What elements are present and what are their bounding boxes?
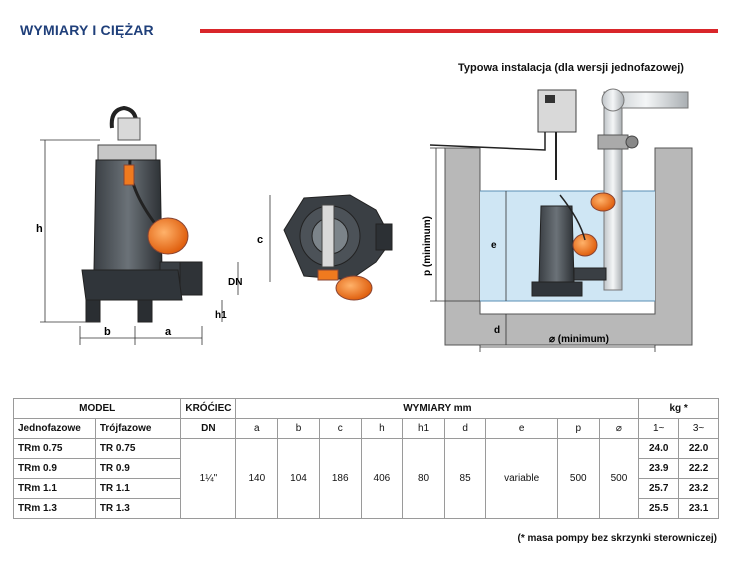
- header-kg-single: 1~: [638, 418, 680, 439]
- kg-single: 25.7: [638, 478, 680, 499]
- kg-single: 23.9: [638, 458, 680, 479]
- header-jednofazowe: Jednofazowe: [13, 418, 96, 439]
- header-kg: kg *: [638, 398, 719, 419]
- dim-a-value: 140: [235, 438, 279, 519]
- model-single: TRm 0.9: [13, 458, 96, 479]
- model-single: TRm 0.75: [13, 438, 96, 459]
- dim-h-value: 406: [360, 438, 404, 519]
- header-krociec: KRÓĆIEC: [180, 398, 237, 419]
- header-dim-b: b: [277, 418, 320, 439]
- model-single: TRm 1.3: [13, 498, 96, 519]
- kg-three: 22.0: [678, 438, 719, 459]
- header-dim-h1: h1: [402, 418, 445, 439]
- label-h: h: [36, 223, 43, 235]
- label-dn: DN: [228, 277, 242, 288]
- dim-c-value: 186: [318, 438, 362, 519]
- table-row: TRm 1.3 TR 1.3 25.5 23.1: [13, 498, 719, 519]
- header-kg-three: 3~: [678, 418, 719, 439]
- model-three: TR 1.1: [94, 478, 182, 499]
- header-dim-p: p: [556, 418, 600, 439]
- table-subheader-row: Jednofazowe Trójfazowe DN a b c h h1 d e…: [13, 418, 719, 439]
- model-three: TR 0.9: [94, 458, 182, 479]
- dim-b-value: 104: [277, 438, 320, 519]
- header-wymiary: WYMIARY mm: [235, 398, 640, 419]
- header-dim-h: h: [360, 418, 404, 439]
- kg-single: 24.0: [638, 438, 680, 459]
- label-h1: h1: [215, 310, 227, 321]
- kg-single: 25.5: [638, 498, 680, 519]
- dim-d-value: 85: [443, 438, 487, 519]
- kg-three: 22.2: [678, 458, 719, 479]
- model-three: TR 0.75: [94, 438, 182, 459]
- title-rule: [200, 29, 718, 33]
- section-title: WYMIARY I CIĘŻAR: [20, 22, 154, 38]
- label-d: d: [494, 325, 500, 336]
- dim-p-value: 500: [556, 438, 600, 519]
- installation-view: [429, 88, 693, 346]
- dim-diameter-value: 500: [598, 438, 640, 519]
- header-dim-a: a: [235, 418, 279, 439]
- label-e: e: [491, 240, 497, 251]
- table-row: TRm 0.9 TR 0.9 23.9 22.2: [13, 458, 719, 479]
- header-dim-diameter: ⌀: [598, 418, 640, 439]
- footnote: (* masa pompy bez skrzynki sterowniczej): [517, 533, 717, 544]
- pump-top-view: [283, 194, 393, 301]
- header-trojfazowe: Trójfazowe: [94, 418, 182, 439]
- dim-e-value: variable: [485, 438, 558, 519]
- label-c: c: [257, 234, 263, 246]
- label-p-minimum: p (minimum): [422, 216, 433, 276]
- kg-three: 23.1: [678, 498, 719, 519]
- header-dn: DN: [180, 418, 237, 439]
- technical-drawing: h h1 DN b a c: [36, 88, 693, 352]
- kg-three: 23.2: [678, 478, 719, 499]
- pump-dimensions: [40, 139, 271, 345]
- dim-h1-value: 80: [402, 438, 445, 519]
- label-b: b: [104, 326, 111, 338]
- header-dim-c: c: [318, 418, 362, 439]
- pump-side-view: [81, 105, 203, 323]
- label-a: a: [165, 326, 172, 338]
- header-dim-e: e: [485, 418, 558, 439]
- table-header-row: MODEL KRÓĆIEC WYMIARY mm kg *: [12, 398, 719, 419]
- installation-title: Typowa instalacja (dla wersji jednofazow…: [458, 62, 684, 74]
- install-dimensions: [430, 147, 656, 352]
- spec-table: MODEL KRÓĆIEC WYMIARY mm kg * Jednofazow…: [12, 398, 719, 519]
- table-row: TRm 1.1 TR 1.1 25.7 23.2: [13, 478, 719, 499]
- header-model: MODEL: [12, 398, 182, 419]
- model-three: TR 1.3: [94, 498, 182, 519]
- dn-value: 1¼": [180, 438, 237, 519]
- header-dim-d: d: [443, 418, 487, 439]
- label-width-minimum: ⌀ (minimum): [549, 334, 609, 345]
- table-row: TRm 0.75 TR 0.75 1¼" 140 104 186 406 80 …: [13, 438, 719, 519]
- model-single: TRm 1.1: [13, 478, 96, 499]
